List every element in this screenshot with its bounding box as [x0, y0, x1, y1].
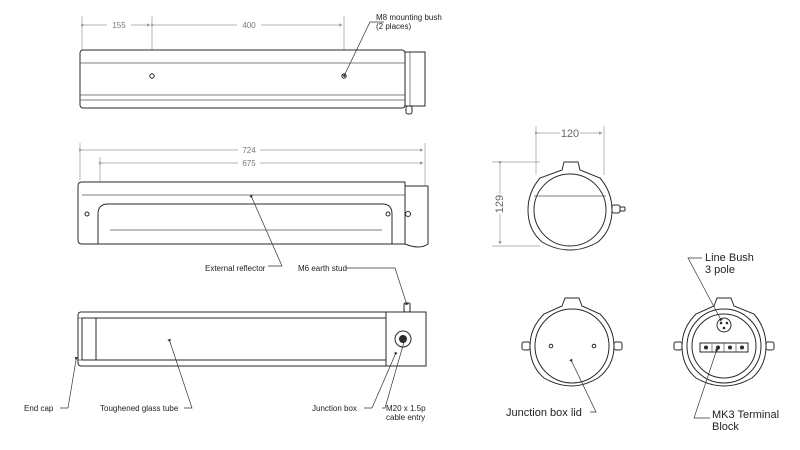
label-mounting-bush-places: (2 places)	[376, 22, 411, 31]
label-cable-entry-2: cable entry	[386, 413, 425, 422]
label-junction-box: Junction box	[312, 404, 357, 413]
junction-box-lid-view: Junction box lid	[506, 297, 623, 419]
side-view: 724 675 External reflector	[77, 143, 429, 273]
dim-400: 400	[242, 21, 256, 30]
dim-120: 120	[561, 128, 579, 140]
terminal-view: Line Bush 3 pole MK3 Terminal Block	[673, 252, 779, 433]
dim-129: 129	[494, 195, 506, 213]
front-view: M6 earth stud End cap Toughened glass tu…	[24, 264, 427, 422]
label-end-cap: End cap	[24, 404, 54, 413]
label-junction-box-lid: Junction box lid	[506, 407, 582, 419]
label-line-bush: Line Bush	[705, 252, 754, 264]
label-earth-stud: M6 earth stud	[298, 264, 347, 273]
label-terminal-block-2: Block	[712, 421, 739, 433]
label-line-bush-pole: 3 pole	[705, 264, 735, 276]
top-view: 155 400 M8 mounting bush (2 places)	[79, 13, 442, 115]
dim-675: 675	[242, 159, 256, 168]
end-view: 120 129	[492, 126, 626, 251]
dim-724: 724	[242, 146, 256, 155]
label-terminal-block: MK3 Terminal	[712, 409, 779, 421]
label-cable-entry: M20 x 1.5p	[386, 404, 426, 413]
label-mounting-bush: M8 mounting bush	[376, 13, 442, 22]
dim-155: 155	[112, 21, 126, 30]
label-external-reflector: External reflector	[205, 264, 266, 273]
label-toughened-glass: Toughened glass tube	[100, 404, 179, 413]
